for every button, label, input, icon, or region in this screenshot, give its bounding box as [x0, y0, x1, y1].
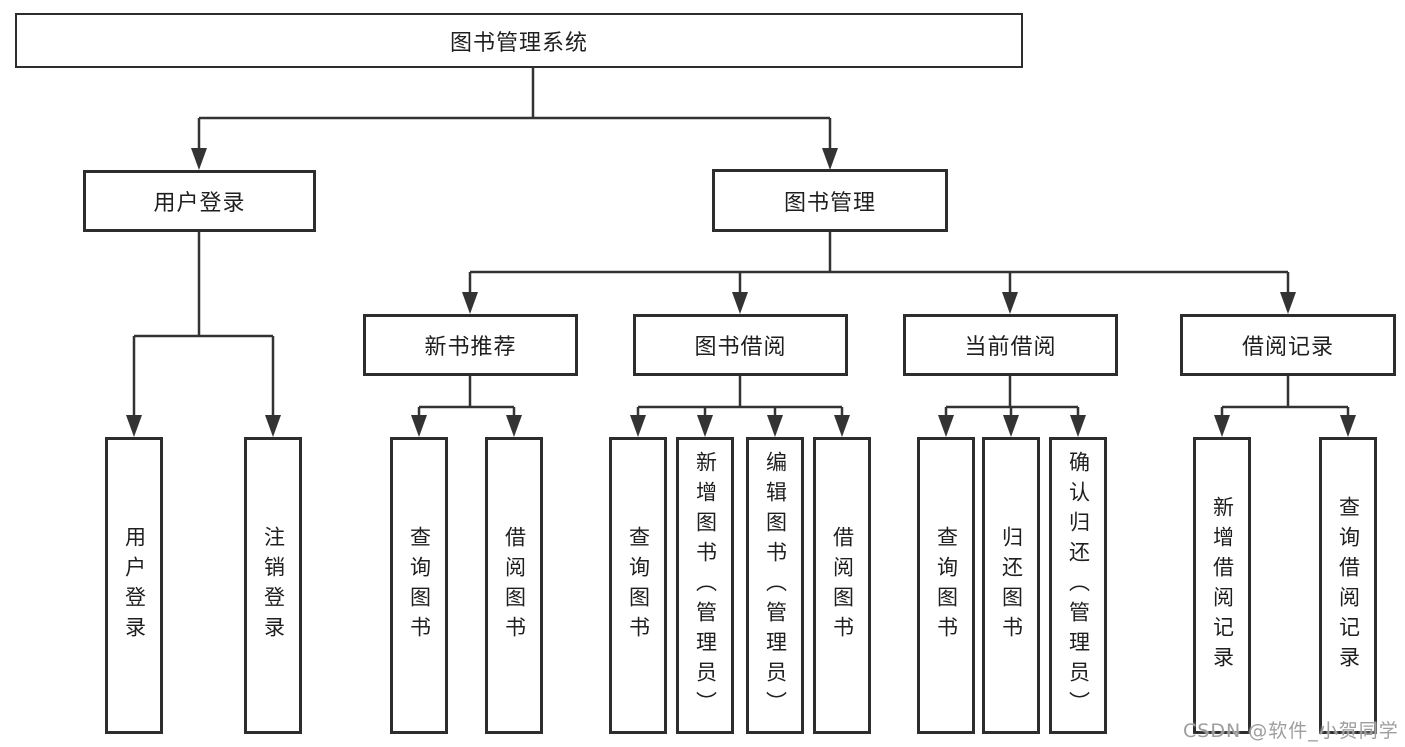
node-label: 图书管理 [783, 190, 876, 216]
node-label: 图书借阅 [694, 335, 787, 360]
leaf-query-books-borrowing: 查询图书 [609, 437, 667, 734]
node-label: 新书推荐 [424, 335, 517, 360]
leaf-label: 查询图书 [626, 525, 651, 646]
node-borrowing-records: 借阅记录 [1180, 314, 1396, 376]
leaf-borrow-books-recommend: 借阅图书 [485, 437, 543, 734]
leaf-return-books: 归还图书 [982, 437, 1040, 734]
node-new-book-recommend: 新书推荐 [363, 314, 578, 376]
leaf-confirm-return-admin: 确认归还（管理员） [1049, 437, 1107, 734]
leaf-add-books-admin: 新增图书（管理员） [676, 437, 734, 734]
node-user-login: 用户登录 [83, 170, 316, 232]
leaf-label: 用户登录 [122, 525, 147, 646]
connector-current-borrowing-to-leaves [938, 376, 1086, 437]
leaf-label: 注销登录 [261, 525, 286, 646]
node-library-management-system: 图书管理系统 [15, 13, 1023, 68]
leaf-query-books-current: 查询图书 [917, 437, 975, 734]
leaf-logout: 注销登录 [244, 437, 302, 734]
leaf-add-borrow-record: 新增借阅记录 [1193, 437, 1251, 734]
connector-book-management-to-level2 [462, 232, 1296, 314]
leaf-query-books-recommend: 查询图书 [390, 437, 448, 734]
connector-user-login-to-leaves [126, 232, 281, 437]
connector-book-borrowing-to-leaves [630, 376, 850, 437]
leaf-label: 确认归还（管理员） [1066, 450, 1091, 721]
leaf-label: 借阅图书 [502, 525, 527, 646]
node-book-borrowing: 图书借阅 [633, 314, 848, 376]
csdn-watermark: CSDN @软件_小贺同学 [1183, 720, 1399, 742]
connector-new-book-recommend-to-leaves [411, 376, 522, 437]
node-label: 借阅记录 [1241, 335, 1334, 360]
leaf-label: 编辑图书（管理员） [763, 450, 788, 721]
leaf-label: 查询图书 [934, 525, 959, 646]
node-book-management: 图书管理 [712, 169, 948, 232]
leaf-edit-books-admin: 编辑图书（管理员） [746, 437, 804, 734]
node-label: 用户登录 [153, 191, 246, 216]
node-current-borrowing: 当前借阅 [903, 314, 1118, 376]
leaf-label: 查询借阅记录 [1336, 495, 1361, 676]
node-label: 图书管理系统 [449, 30, 588, 56]
leaf-label: 借阅图书 [830, 525, 855, 646]
leaf-label: 新增图书（管理员） [693, 450, 718, 721]
connector-borrowing-records-to-leaves [1214, 376, 1356, 437]
leaf-user-login: 用户登录 [105, 437, 163, 734]
leaf-label: 归还图书 [999, 525, 1024, 646]
leaf-query-borrow-record: 查询借阅记录 [1319, 437, 1377, 734]
leaf-label: 查询图书 [407, 525, 432, 646]
node-label: 当前借阅 [964, 335, 1057, 360]
leaf-label: 新增借阅记录 [1210, 495, 1235, 676]
leaf-borrow-books: 借阅图书 [813, 437, 871, 734]
connector-root-to-level1 [191, 68, 838, 170]
